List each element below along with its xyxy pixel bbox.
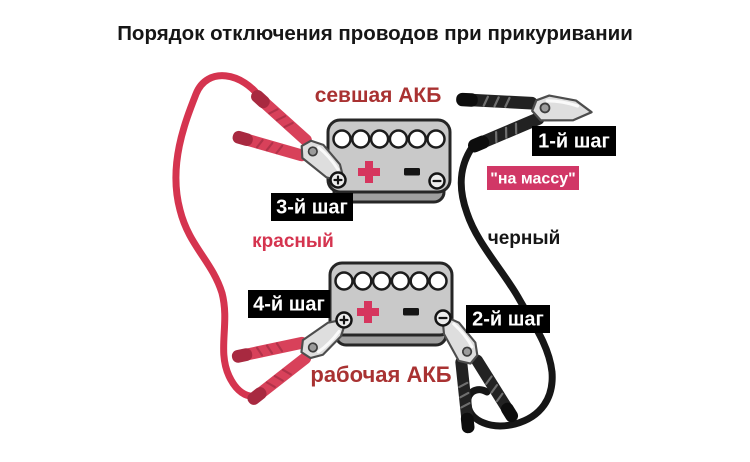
- ground-tag: "на массу": [487, 166, 579, 190]
- minus-symbol-icon: [403, 308, 419, 316]
- working-battery-terminals: [335, 309, 452, 329]
- red-wire-label: красный: [252, 231, 334, 252]
- battery-cells: [332, 129, 446, 149]
- plus-symbol-icon: [358, 161, 380, 183]
- dead-battery-label: севшая АКБ: [315, 84, 442, 107]
- working-battery-label: рабочая АКБ: [310, 362, 451, 387]
- step1-badge: 1-й шаг: [532, 126, 616, 156]
- step3-badge: 3-й шаг: [271, 193, 353, 221]
- step2-label: 2-й шаг: [472, 309, 544, 331]
- step3-label: 3-й шаг: [276, 197, 348, 219]
- red-cable: [172, 72, 265, 400]
- ground-tag-label: "на массу": [490, 171, 575, 188]
- dead-battery: [326, 118, 452, 204]
- dead-battery-terminals: [329, 171, 446, 190]
- working-battery: [328, 261, 454, 347]
- step1-label: 1-й шаг: [538, 131, 610, 153]
- page-title: Порядок отключения проводов при прикурив…: [117, 22, 633, 45]
- step2-badge: 2-й шаг: [466, 305, 550, 333]
- plus-symbol-icon: [357, 301, 379, 323]
- step4-label: 4-й шаг: [253, 294, 325, 316]
- step4-badge: 4-й шаг: [248, 290, 330, 318]
- battery-cells: [334, 271, 448, 291]
- minus-symbol-icon: [404, 168, 420, 176]
- black-wire-label: черный: [488, 228, 561, 249]
